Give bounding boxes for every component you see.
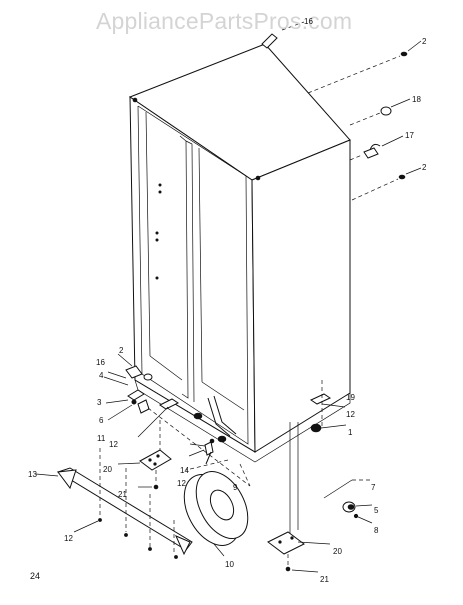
top-hinge-pin-16 (261, 21, 305, 49)
callout-c16a: 16 (304, 17, 313, 26)
callout-c12c: 12 (177, 479, 186, 488)
callout-c20a: 20 (103, 465, 112, 474)
callout-c12b: 12 (64, 534, 73, 543)
callout-c12d: 12 (346, 410, 355, 419)
callout-c2a: 2 (422, 37, 427, 46)
watermark-text: AppliancePartsPros.com (96, 8, 353, 34)
fan-shroud-ring-10 (183, 471, 249, 557)
callout-c1: 1 (348, 428, 353, 437)
caster-wheel-5 (323, 479, 373, 524)
callout-c9: 9 (233, 483, 238, 492)
callout-c6: 6 (99, 416, 104, 425)
callout-c10: 10 (225, 560, 234, 569)
callout-c4: 4 (99, 371, 104, 380)
mounting-plate-20-left (117, 420, 172, 490)
bracket-14 (188, 438, 215, 465)
kick-plate-13 (35, 448, 193, 559)
mounting-plate-20-right (267, 531, 331, 573)
guide-lines (147, 407, 251, 487)
callout-c2c: 2 (119, 346, 124, 355)
callout-c17: 17 (405, 131, 414, 140)
bottom-hinge-assembly (103, 353, 153, 421)
callout-c20b: 20 (333, 547, 342, 556)
callout-c21a: 21 (118, 490, 127, 499)
page-number: 24 (30, 571, 41, 581)
callout-c14: 14 (180, 466, 189, 475)
callout-c19: 19 (346, 393, 355, 402)
callout-c8: 8 (374, 526, 379, 535)
callout-c18: 18 (412, 95, 421, 104)
screw-2-top (307, 40, 422, 94)
callout-c12a: 12 (109, 440, 118, 449)
plug-18 (349, 98, 411, 126)
callout-c13: 13 (28, 470, 37, 479)
rear-leg-area (289, 380, 347, 536)
callout-c2b: 2 (422, 163, 427, 172)
callout-c3: 3 (97, 398, 102, 407)
callout-c11: 11 (97, 434, 106, 443)
front-leveling-area (137, 395, 237, 443)
cabinet-shell (128, 43, 351, 463)
callout-c5: 5 (374, 506, 379, 515)
hinge-bracket-17 (349, 135, 404, 161)
callout-c7: 7 (371, 483, 376, 492)
callout-c16b: 16 (96, 358, 105, 367)
screw-2-mid (351, 167, 422, 201)
callout-c21b: 21 (320, 575, 329, 584)
